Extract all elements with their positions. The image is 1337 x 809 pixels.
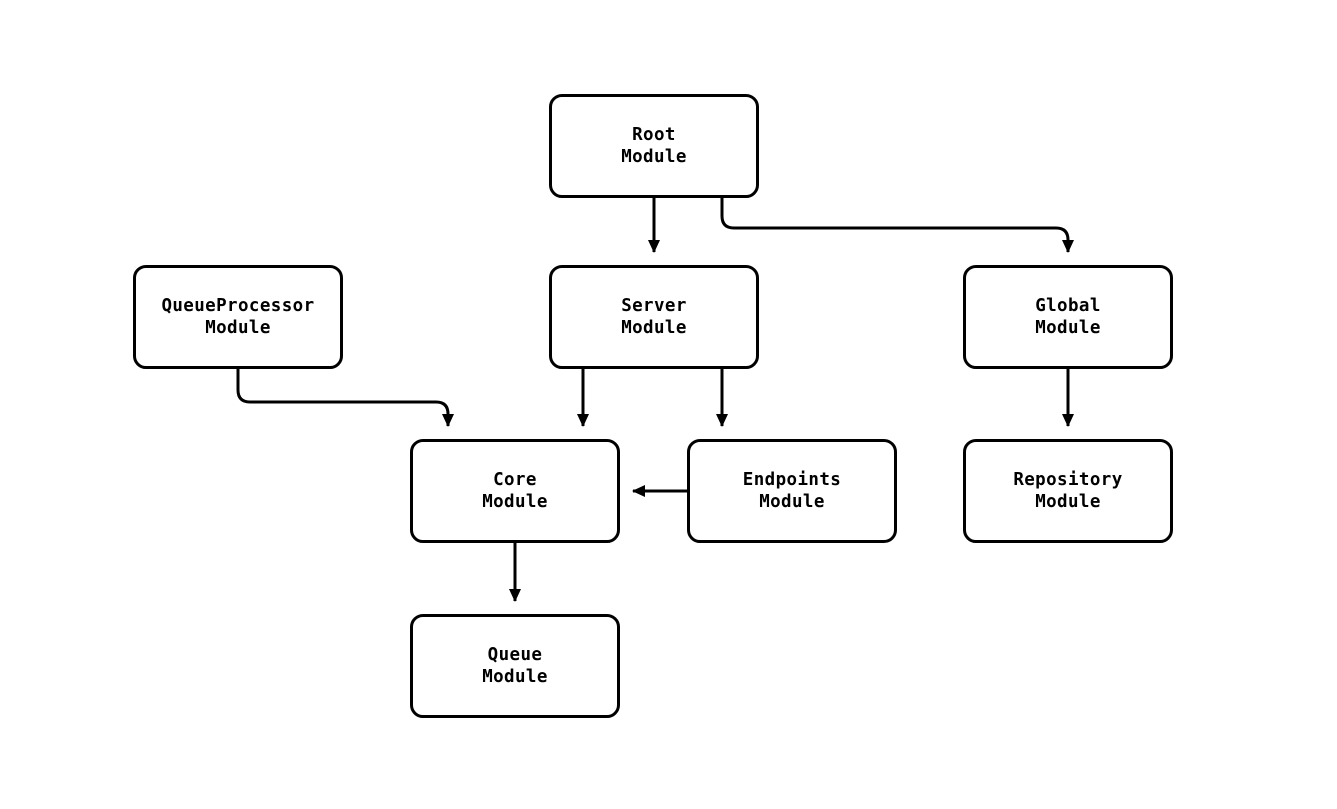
node-root-module[interactable]: Root Module [549, 94, 759, 198]
node-root-module-suffix: Module [621, 147, 687, 167]
node-global-module-name: Global [1035, 296, 1101, 316]
node-repository-module[interactable]: Repository Module [963, 439, 1173, 543]
node-core-module-suffix: Module [482, 492, 548, 512]
node-core-module[interactable]: Core Module [410, 439, 620, 543]
node-queueprocessor-module-suffix: Module [205, 318, 271, 338]
node-root-module-name: Root [632, 125, 676, 145]
node-server-module[interactable]: Server Module [549, 265, 759, 369]
node-queue-module-suffix: Module [482, 667, 548, 687]
node-server-module-name: Server [621, 296, 687, 316]
node-queue-module[interactable]: Queue Module [410, 614, 620, 718]
node-queueprocessor-module[interactable]: QueueProcessor Module [133, 265, 343, 369]
node-endpoints-module[interactable]: Endpoints Module [687, 439, 897, 543]
node-endpoints-module-name: Endpoints [742, 470, 842, 490]
edge-root-to-global [720, 198, 1074, 253]
node-endpoints-module-suffix: Module [759, 492, 825, 512]
node-queueprocessor-module-name: QueueProcessor [161, 296, 315, 316]
node-repository-module-suffix: Module [1035, 492, 1101, 512]
node-global-module[interactable]: Global Module [963, 265, 1173, 369]
node-core-module-name: Core [493, 470, 537, 490]
node-queue-module-name: Queue [487, 645, 543, 665]
node-server-module-suffix: Module [621, 318, 687, 338]
node-global-module-suffix: Module [1035, 318, 1101, 338]
edge-queueprocessor-to-core [236, 369, 454, 427]
node-repository-module-name: Repository [1013, 470, 1123, 490]
